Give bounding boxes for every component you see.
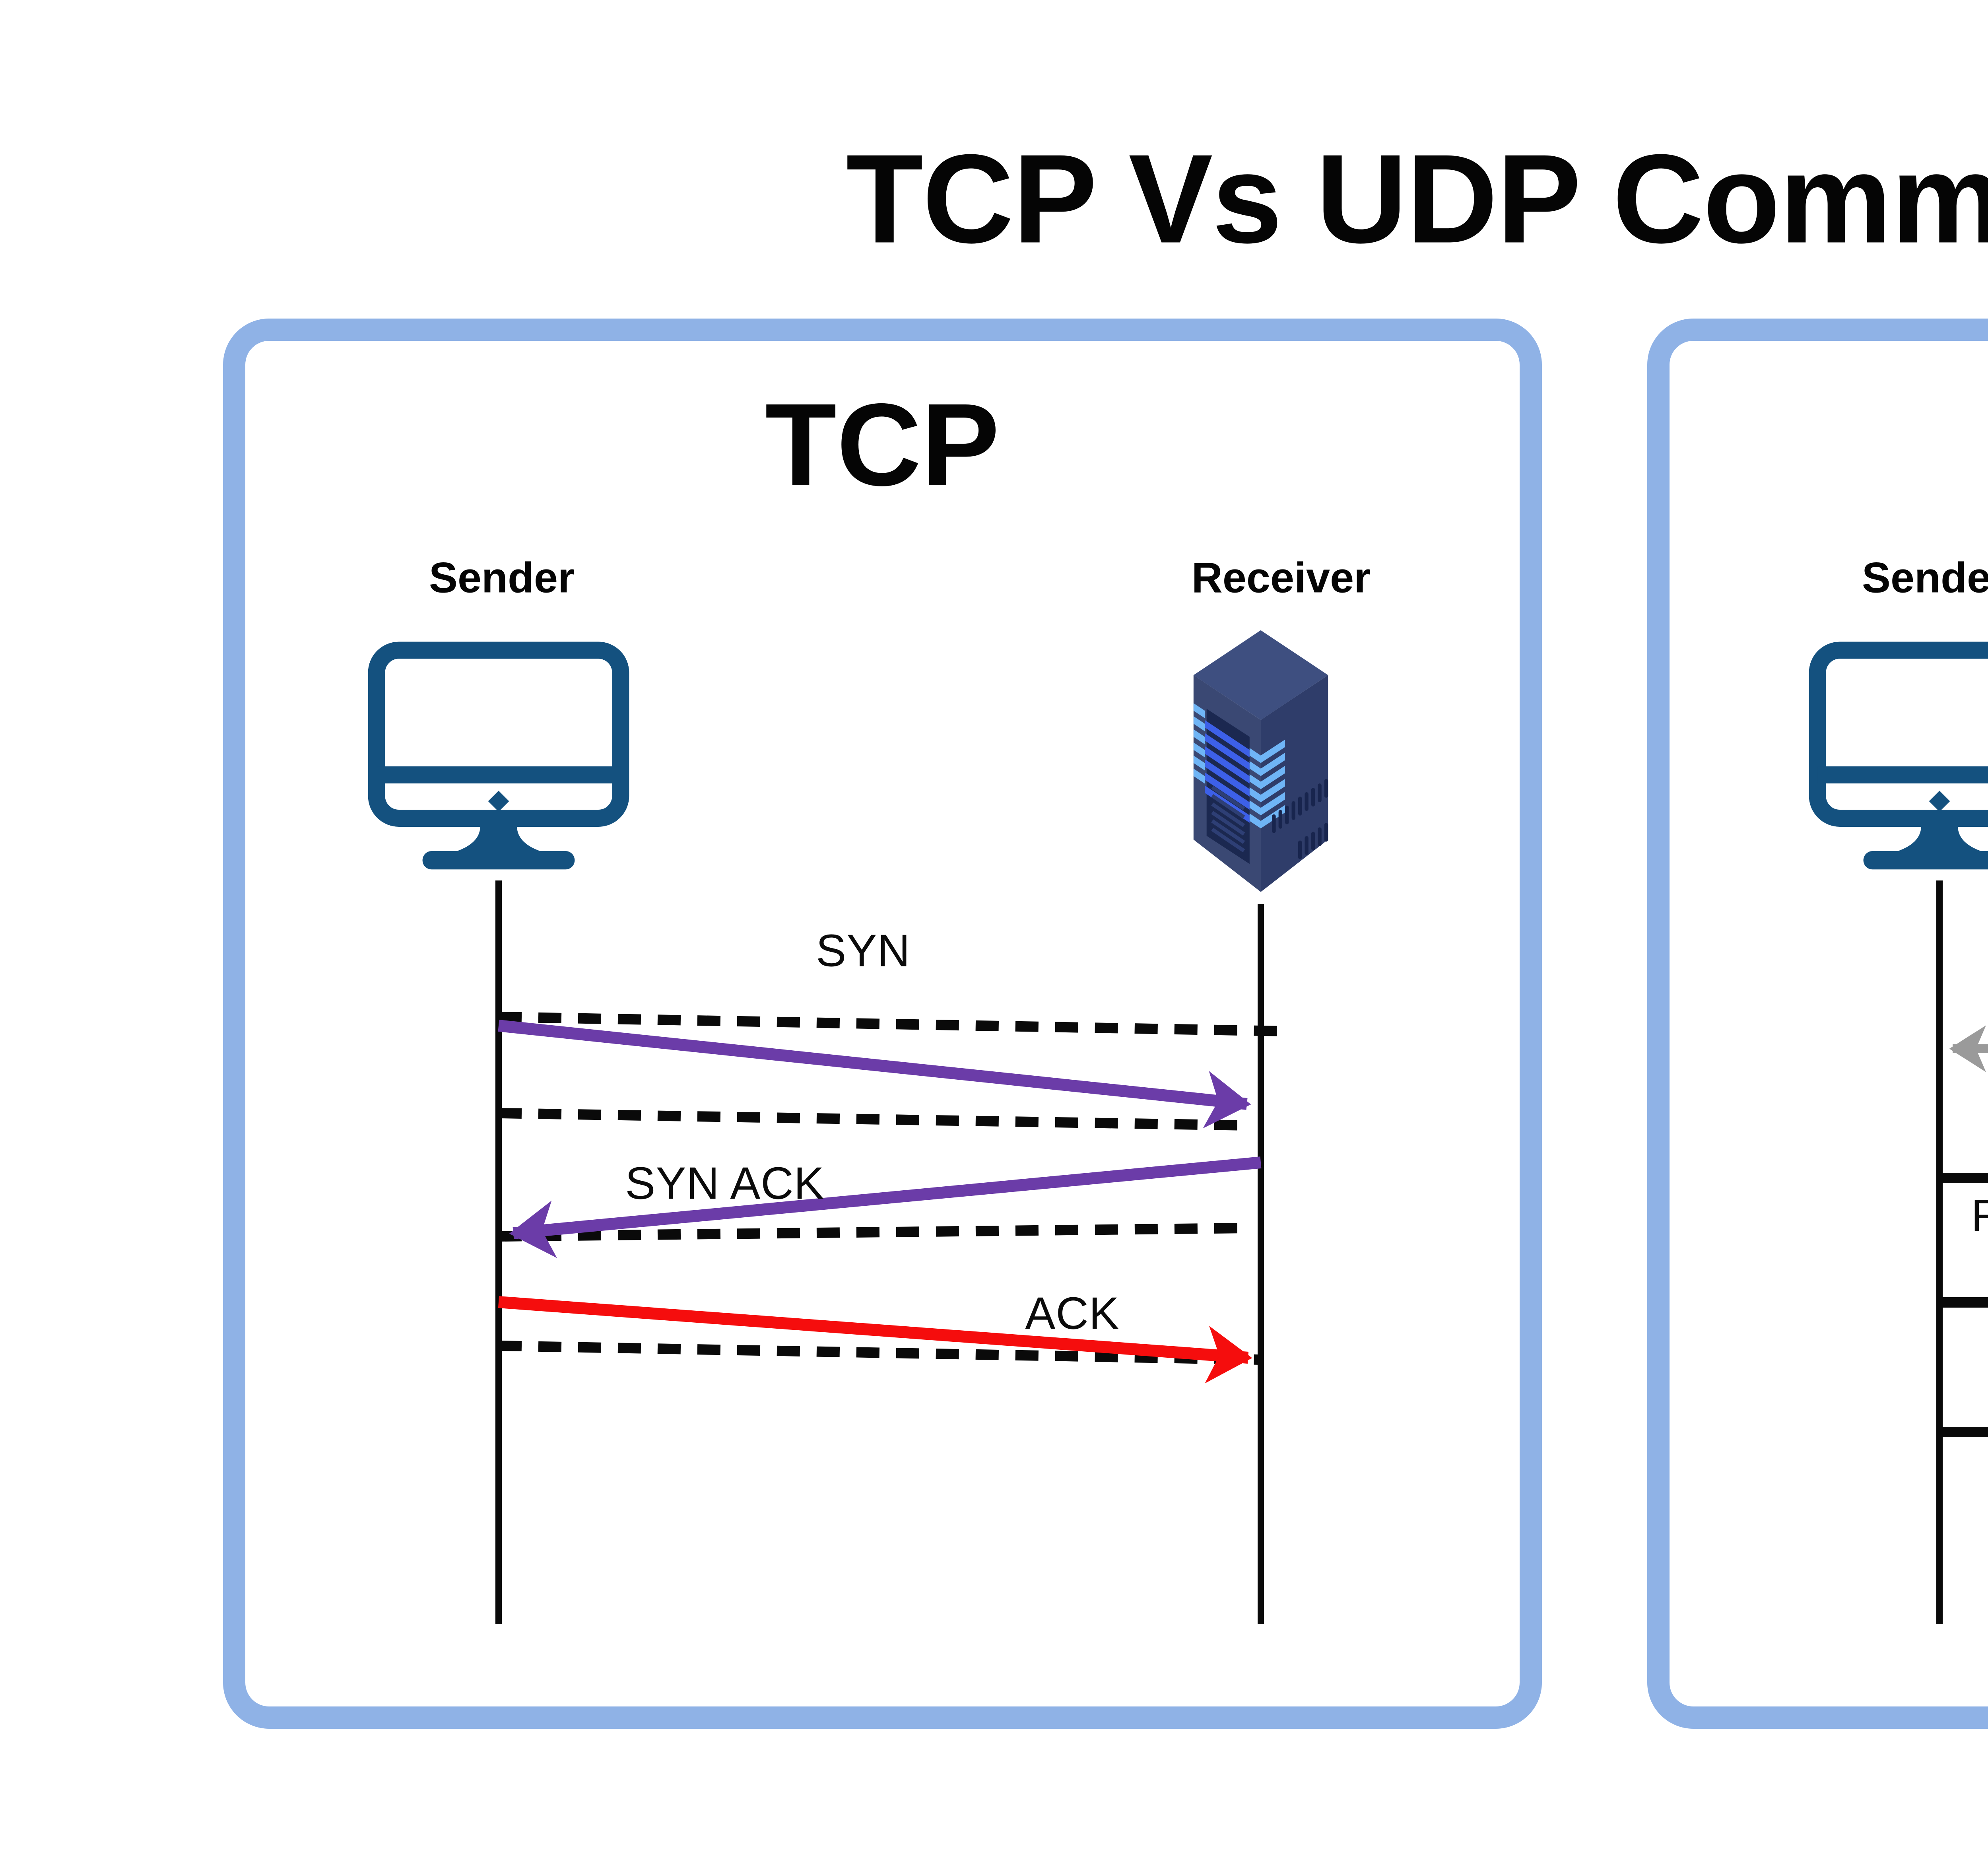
syn-ack-arrow [509,1156,1262,1258]
tcp-panel [223,319,1542,1729]
syn-arrow [498,1020,1251,1129]
monitor-icon [368,641,629,870]
tcp-receiver-label: Receiver [1191,553,1371,602]
tcp-panel-border [223,319,1542,1729]
server-recess-vents [1211,785,1245,853]
response-label-1: Response [1971,1190,1988,1241]
udp-sequence-diagram [1647,319,1988,1729]
page-title: TCP Vs UDP Communication [846,128,1988,270]
monitor-icon [1809,641,1988,870]
server-vents [1272,779,1328,859]
ack-label: ACK [1025,1288,1120,1339]
udp-panel-border [1647,319,1988,1729]
tcp-panel-title: TCP [765,379,1000,510]
tcp-dashed-line-3 [498,1223,1246,1242]
tcp-dashed-line-4 [498,1341,1261,1365]
tcp-sequence-diagram [223,319,1542,1729]
tcp-sender-label: Sender [429,553,575,602]
syn-label: SYN [816,925,911,976]
tcp-dashed-line-2 [498,1108,1249,1131]
server-icon [1193,630,1328,892]
syn-ack-label: SYN ACK [625,1158,825,1209]
udp-sender-label: Sender [1862,553,1988,602]
udp-panel [1647,319,1988,1729]
tcp-dashed-line-1 [498,1012,1284,1036]
ack-arrow [498,1296,1252,1384]
